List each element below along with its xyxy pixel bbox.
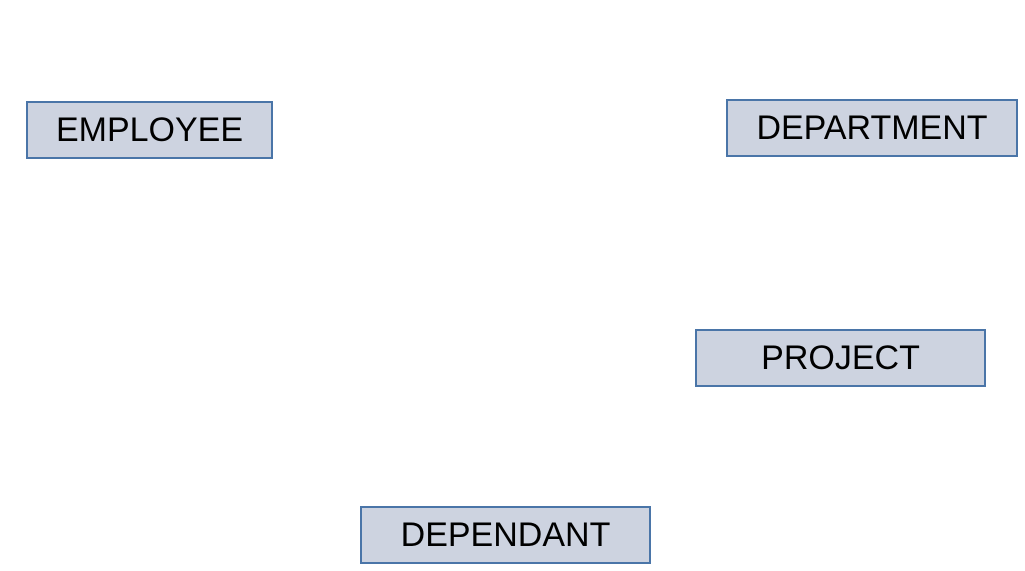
entity-project: PROJECT: [695, 329, 986, 387]
entity-dependant: DEPENDANT: [360, 506, 651, 564]
entity-employee: EMPLOYEE: [26, 101, 273, 159]
entity-department: DEPARTMENT: [726, 99, 1018, 157]
